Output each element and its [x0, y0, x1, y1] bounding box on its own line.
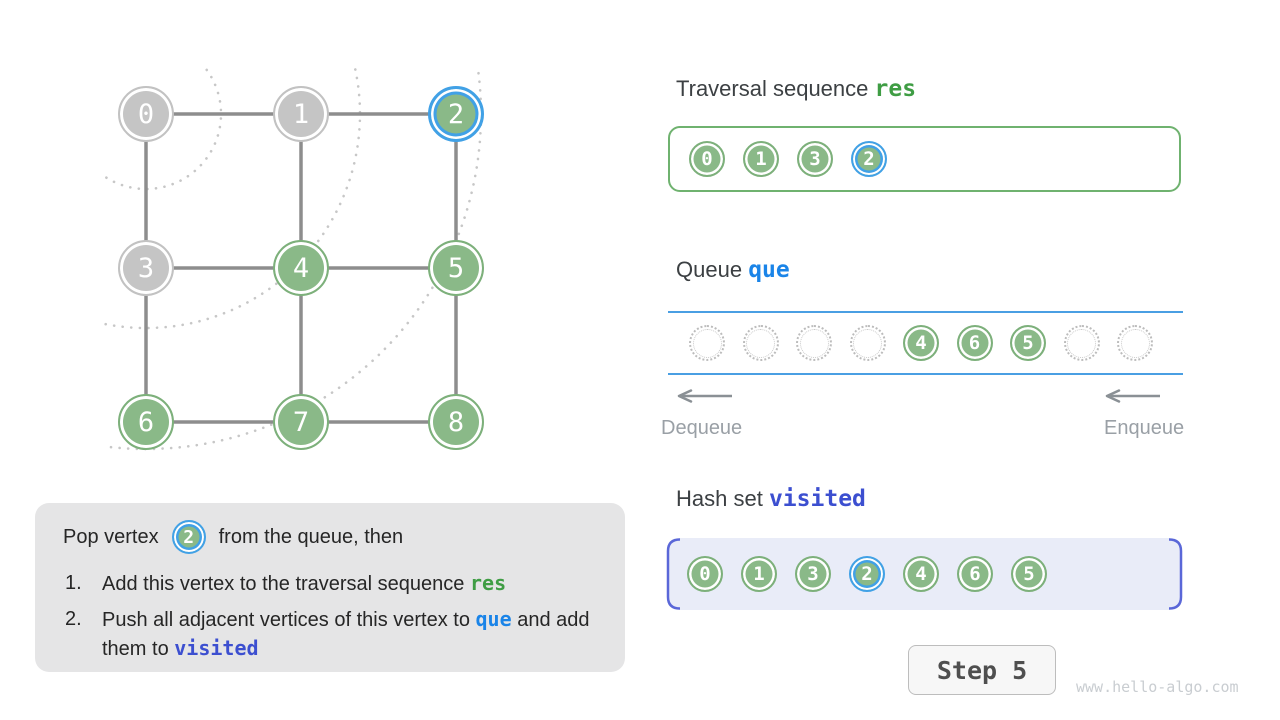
res-term: res: [469, 571, 507, 595]
visited-item-label: 3: [807, 563, 819, 585]
step-2-text: Push all adjacent vertices of this verte…: [102, 605, 597, 663]
visited-term: visited: [768, 486, 866, 512]
intro-text-after: from the queue, then: [218, 525, 404, 548]
graph-vertex-label: 8: [447, 406, 465, 438]
visited-item-label: 5: [1023, 563, 1035, 585]
visited-item-label: 4: [915, 563, 927, 585]
intro-text-before: Pop vertex: [63, 525, 159, 548]
graph-panel: 0 1 2 3 4 5: [0, 0, 640, 500]
graph-vertex: 3: [118, 240, 174, 296]
visited-set-box: 0 1 3 2 4 6 5: [666, 538, 1183, 610]
visited-item-circle: 6: [957, 556, 993, 592]
bracket-right-icon: [1168, 538, 1183, 610]
explanation-step-2: 2. Push all adjacent vertices of this ve…: [63, 605, 597, 663]
res-item-label: 2: [863, 148, 875, 170]
visited-item-circle: 0: [687, 556, 723, 592]
visited-item-circle: 4: [903, 556, 939, 592]
graph-vertex: 5: [428, 240, 484, 296]
graph-vertex: 6: [118, 394, 174, 450]
res-item-label: 3: [809, 148, 821, 170]
step-1-text: Add this vertex to the traversal sequenc…: [102, 569, 597, 598]
graph-vertex-label: 4: [292, 252, 310, 284]
list-number: 2.: [65, 608, 82, 630]
step-2-prefix: Push all adjacent vertices of this verte…: [102, 609, 476, 631]
graph-vertex-label: 7: [292, 406, 310, 438]
visited-item-label: 1: [753, 563, 765, 585]
queue-slot-circle: [796, 325, 832, 361]
graph-vertex: 4: [273, 240, 329, 296]
queue-strip: 4 6 5: [668, 311, 1183, 375]
res-title-text: Traversal sequence: [676, 76, 869, 101]
graph-vertex: 1: [273, 86, 329, 142]
queue-slot-circle: 4: [903, 325, 939, 361]
queue-slot-label: 5: [1022, 332, 1034, 354]
res-item-circle: 1: [743, 141, 779, 177]
visited-item-circle: 5: [1011, 556, 1047, 592]
bracket-left-icon: [666, 538, 681, 610]
visited-title-text: Hash set: [676, 486, 763, 511]
res-item-label: 1: [755, 148, 767, 170]
queue-slot-circle: [1117, 325, 1153, 361]
list-number: 1.: [65, 572, 82, 594]
graph-vertex: 7: [273, 394, 329, 450]
graph-vertex-label: 6: [137, 406, 155, 438]
res-item-circle: 3: [797, 141, 833, 177]
graph-vertex-label: 3: [137, 252, 155, 284]
res-sequence-box: 0 1 3 2: [668, 126, 1181, 192]
queue-slot-circle: [849, 325, 886, 361]
popped-vertex-label: 2: [183, 526, 195, 548]
visited-item-circle: 3: [795, 556, 831, 592]
queue-slot-circle: [742, 325, 779, 361]
visited-item-circle: 2: [849, 556, 885, 592]
queue-slot-circle: [689, 325, 725, 361]
graph-vertex: 0: [118, 86, 174, 142]
queue-slot-circle: 5: [1010, 325, 1046, 361]
enqueue-arrow-icon: [1105, 389, 1160, 403]
res-term: res: [874, 76, 917, 102]
step-indicator-button[interactable]: Step 5: [908, 645, 1056, 695]
queue-slot-label: 4: [915, 332, 927, 354]
explanation-step-1: 1. Add this vertex to the traversal sequ…: [63, 569, 597, 598]
que-term: que: [748, 257, 790, 283]
step-1-prefix: Add this vertex to the traversal sequenc…: [102, 573, 470, 595]
visited-item-label: 6: [969, 563, 981, 585]
visited-term: visited: [174, 636, 259, 660]
graph-vertex-label: 0: [137, 98, 155, 130]
visited-section-title: Hash set visited: [676, 486, 866, 512]
graph-vertex-label: 1: [292, 98, 310, 130]
step-2-middle: and add them to: [102, 609, 590, 660]
visited-item-label: 0: [699, 563, 711, 585]
graph-vertex: 8: [428, 394, 484, 450]
graph-vertex-label: 2: [447, 98, 465, 130]
graph-vertex: 2: [428, 86, 484, 142]
enqueue-label: Enqueue: [1104, 417, 1185, 439]
queue-slot-circle: 6: [956, 325, 993, 361]
explanation-box: Pop vertex 2 from the queue, then 1. Add…: [35, 503, 625, 672]
queue-title-text: Queue: [676, 257, 743, 282]
visited-item-label: 2: [861, 563, 873, 585]
res-item-label: 0: [701, 148, 713, 170]
dequeue-label: Dequeue: [661, 417, 743, 439]
visited-item-circle: 1: [741, 556, 777, 592]
res-section-title: Traversal sequence res: [676, 76, 916, 102]
queue-slot-label: 6: [968, 332, 981, 354]
bfs-level-arcs: [99, 68, 483, 451]
res-item-circle: 2: [851, 141, 887, 177]
queue-section-title: Queue que: [676, 257, 790, 283]
dequeue-arrow-icon: [677, 389, 732, 403]
res-item-circle: 0: [689, 141, 725, 177]
popped-vertex-circle: 2: [171, 520, 206, 554]
queue-slot-circle: [1063, 325, 1100, 361]
watermark: www.hello-algo.com: [1076, 678, 1239, 696]
graph-vertex-label: 5: [447, 252, 465, 284]
explanation-intro: Pop vertex 2 from the queue, then: [63, 520, 597, 554]
que-term: que: [475, 607, 512, 631]
